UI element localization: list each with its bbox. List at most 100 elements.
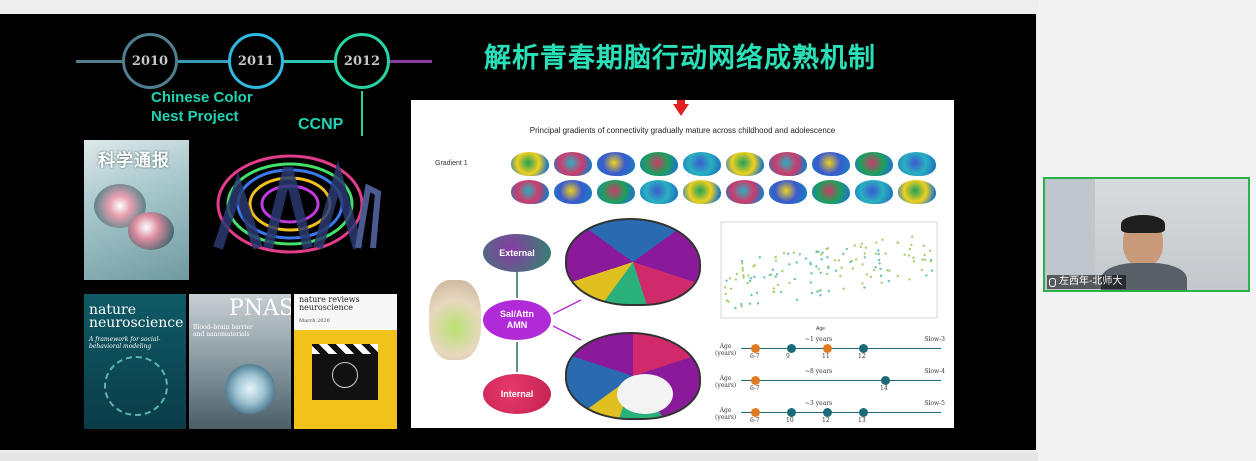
slow-band-label: Slow-4: [924, 368, 945, 375]
scatter-point: [756, 302, 760, 305]
scatter-point: [879, 274, 883, 277]
scatter-point: [776, 283, 780, 286]
scatter-point: [734, 278, 737, 281]
brain-gradient-thumbnail: [597, 180, 635, 204]
journal-cover-kexue-tongbao: 科学通报: [84, 140, 189, 280]
cover-subtitle: A framework for social-behavioral modeli…: [89, 336, 161, 350]
arrow-connector: [552, 325, 582, 341]
shared-slide: 2010 2011 2012 Chinese Color Nest Projec…: [0, 14, 1036, 450]
bottom-toolbar: [0, 452, 1256, 461]
age-tick: 11: [822, 353, 830, 360]
age-marker: [881, 376, 890, 385]
journal-cover-nature-reviews-neuroscience: nature reviews neuroscience March 2020: [294, 294, 397, 429]
cover-header: [294, 294, 397, 330]
brain-gradient-thumbnail: [769, 180, 807, 204]
scatter-point: [872, 268, 876, 272]
scatter-point: [742, 274, 745, 277]
scatter-point: [839, 275, 842, 278]
scatter-point: [878, 258, 881, 262]
scatter-point: [820, 253, 823, 256]
scatter-point: [922, 244, 925, 247]
scatter-point: [788, 263, 791, 266]
journal-cover-nature-neuroscience: nature neuroscience A framework for soci…: [84, 294, 186, 429]
age-marker: [787, 344, 796, 353]
timeline-segment: [178, 60, 228, 63]
scatter-point: [819, 289, 822, 292]
scatter-point: [874, 252, 877, 255]
participant-video-tile[interactable]: [1043, 177, 1250, 292]
scatter-point: [865, 273, 868, 276]
scatter-point: [928, 249, 932, 252]
scatter-point: [740, 303, 743, 306]
scatter-point: [860, 242, 863, 245]
scatter-point: [740, 260, 744, 263]
scatter-point: [728, 277, 732, 280]
timeline-connector: [361, 91, 363, 136]
age-tick: 12: [822, 417, 830, 424]
scatter-point: [792, 251, 795, 254]
red-arrow-icon: [677, 100, 685, 106]
scatter-point: [864, 246, 867, 249]
scatter-point: [781, 269, 784, 273]
age-marker: [859, 344, 868, 353]
scatter-point: [753, 275, 756, 279]
brain-gradient-thumbnail: [769, 152, 807, 176]
scatter-point: [774, 259, 778, 262]
connectome-illustration: [213, 154, 382, 254]
scatter-point: [874, 265, 877, 269]
scatter-point: [833, 259, 836, 262]
cover-subtitle: Blood–brain barrier and nanomaterials: [193, 324, 253, 338]
scatter-point: [910, 243, 913, 247]
scatter-point: [746, 281, 749, 285]
scatter-point: [888, 269, 891, 272]
brain-parcellation-lateral: [565, 218, 701, 306]
scatter-point: [772, 290, 775, 293]
scatter-point: [815, 265, 818, 268]
person-hair: [1121, 215, 1165, 233]
age-tick: 13: [858, 417, 866, 424]
timeline-year-2010: 2010: [122, 33, 178, 89]
scatter-point: [821, 251, 824, 254]
scatter-point: [809, 263, 812, 266]
brain-section-illustration: [429, 280, 481, 360]
cover-date: March 2020: [299, 318, 330, 324]
scatter-point: [816, 290, 819, 293]
journal-cover-pnas: PNAS Blood–brain barrier and nanomateria…: [189, 294, 291, 429]
scatter-point: [840, 266, 843, 269]
network-arrows: [516, 272, 582, 372]
scatter-point: [750, 293, 753, 297]
age-axis: [741, 412, 941, 413]
scatter-point: [723, 286, 727, 289]
age-marker: [823, 344, 832, 353]
scatter-point: [810, 272, 813, 275]
human-silhouettes: [213, 159, 363, 250]
scatter-point: [770, 273, 773, 276]
scatter-point: [771, 268, 775, 271]
scatter-point: [903, 253, 906, 256]
scatter-point: [734, 307, 737, 310]
timeline-segment: [284, 60, 334, 63]
research-figure: Principal gradients of connectivity grad…: [411, 100, 954, 428]
scatter-point: [878, 262, 881, 265]
clapperboard-icon: [312, 344, 378, 400]
ccnp-label: CCNP: [298, 116, 344, 133]
scatter-point: [850, 259, 854, 263]
scatter-point: [859, 245, 862, 249]
scatter-point: [869, 275, 872, 278]
age-axis-label: Age(years): [715, 375, 737, 389]
scatter-point: [742, 276, 745, 279]
scatter-point: [854, 258, 858, 261]
brain-gradient-thumbnail: [812, 180, 850, 204]
scatter-point: [787, 252, 790, 255]
cover-art: [225, 364, 275, 414]
scatter-point: [921, 258, 924, 261]
brain-gradient-thumbnail: [683, 180, 721, 204]
scatter-point: [877, 249, 880, 252]
connectome-fibers: [216, 154, 364, 254]
slow-band-label: Slow-5: [924, 400, 945, 407]
scatter-point: [863, 252, 866, 255]
brain-gradient-thumbnail: [726, 180, 764, 204]
scatter-point: [908, 247, 911, 251]
